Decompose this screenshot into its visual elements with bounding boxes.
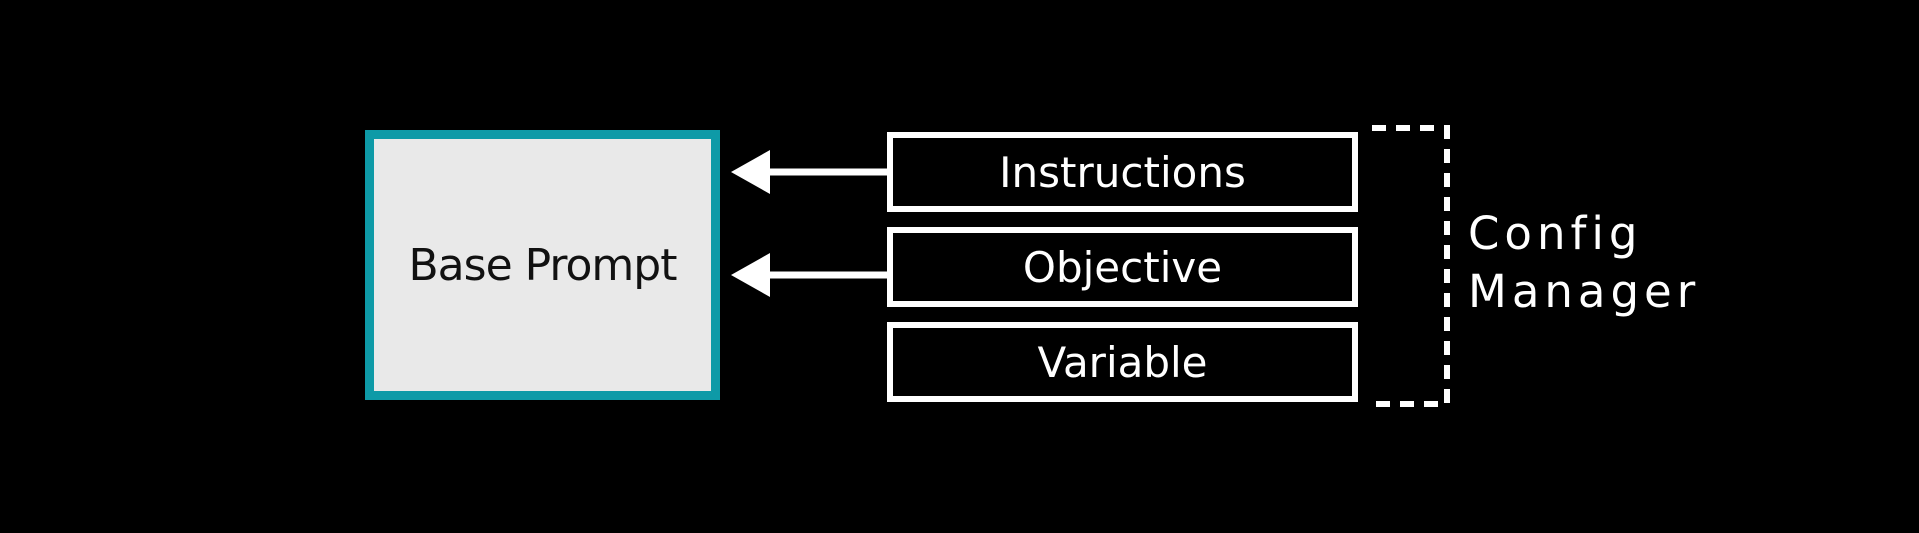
instructions-box: Instructions — [887, 132, 1358, 212]
base-prompt-box: Base Prompt — [365, 130, 720, 400]
variable-box: Variable — [887, 322, 1358, 402]
config-manager-bracket — [1372, 125, 1450, 407]
config-manager-line1: Config — [1468, 207, 1643, 260]
instructions-label: Instructions — [999, 147, 1246, 197]
config-manager-label: Config Manager — [1468, 205, 1700, 321]
arrow-instructions — [731, 150, 887, 194]
config-manager-line2: Manager — [1468, 265, 1701, 318]
variable-label: Variable — [1037, 337, 1208, 387]
arrow-objective — [731, 253, 887, 297]
objective-label: Objective — [1022, 242, 1223, 292]
base-prompt-label: Base Prompt — [408, 239, 678, 291]
objective-box: Objective — [887, 227, 1358, 307]
